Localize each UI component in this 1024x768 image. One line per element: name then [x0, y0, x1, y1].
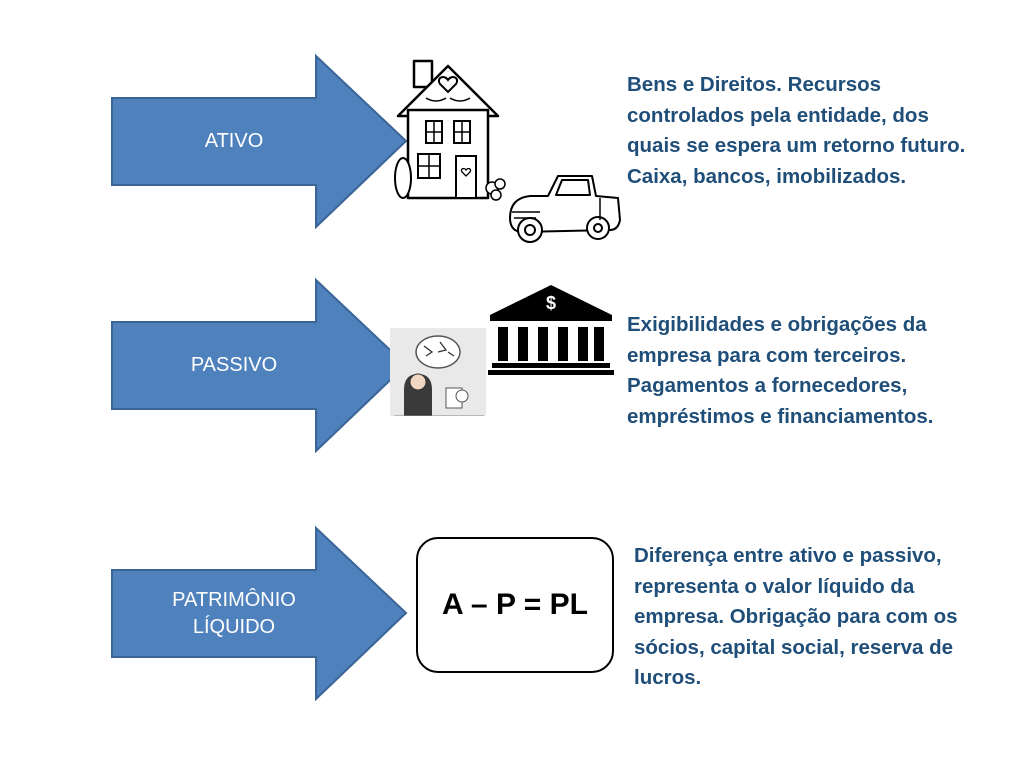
worried-person-bills-icon: [390, 328, 486, 416]
pickup-truck-icon: [509, 175, 621, 243]
ativo-label: ATIVO: [204, 130, 264, 152]
formula-text: A – P = PL: [442, 588, 588, 621]
formula-box: A – P = PL: [416, 537, 614, 673]
house-icon: [394, 59, 506, 201]
passivo-description: Exigibilidades e obrigações da empresa p…: [627, 313, 934, 428]
bank-building-icon: $: [488, 285, 614, 375]
passivo-arrow: PASSIVO: [110, 278, 410, 453]
ativo-arrow: ATIVO: [110, 54, 410, 229]
patrimonio-liquido-description: Diferença entre ativo e passivo, represe…: [634, 544, 958, 689]
label-line-1: PATRIMÔNIO: [172, 588, 296, 611]
patrimonio-liquido-arrow: PATRIMÔNIO LÍQUIDO: [110, 526, 410, 701]
ativo-description: Bens e Direitos. Recursos controlados pe…: [627, 73, 966, 188]
patrimonio-liquido-label: PATRIMÔNIO LÍQUIDO: [110, 526, 358, 701]
dollar-sign-text: $: [546, 293, 556, 313]
label-line-2: LÍQUIDO: [192, 615, 276, 638]
passivo-label: PASSIVO: [190, 354, 278, 376]
